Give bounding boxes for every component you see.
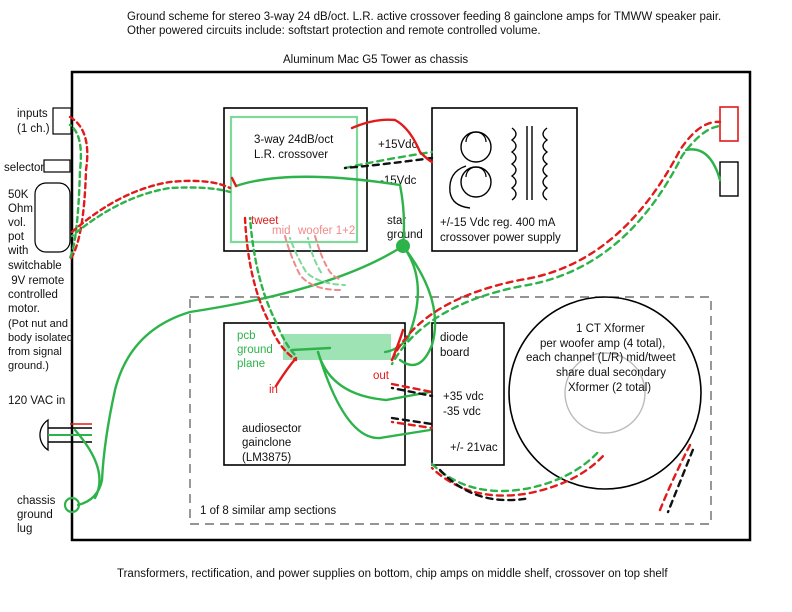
pot-label-2: Ohm [8,203,33,215]
tweet-label: tweet [251,215,279,227]
pot-label-1: 50K [8,189,29,201]
amp-in-label: in [269,384,278,396]
pot-label-9: motor. [8,303,40,315]
pcb-label-3: plane [237,358,265,370]
woofer-label: woofer 1+2 [297,225,355,237]
amp-title-2: gainclone [242,437,291,449]
pot-label-6: switchable [8,260,62,272]
psu-coil-2 [542,127,549,201]
amp-title-1: audiosector [242,423,302,435]
toroid-inner [564,352,646,434]
volume-pot [34,182,71,253]
rail-pos15-label: +15Vdc [378,139,418,151]
wiring [68,115,722,514]
chassis-title: Aluminum Mac G5 Tower as chassis [283,54,468,66]
psu-label-2: crossover power supply [440,232,561,244]
pot-note-4: ground.) [8,360,49,372]
amp-title-3: (LM3875) [242,452,291,464]
xformer-label-2: per woofer amp (4 total), [540,338,665,350]
xformer-label-3: each channel (L/R) mid/tweet [526,352,676,364]
pot-note-1: (Pot nut and [8,318,68,330]
pot-note-3: from signal [8,346,62,358]
crossover-title-2: L.R. crossover [254,149,328,161]
diode-neg35: -35 vdc [443,406,481,418]
pcb-label-1: pcb [237,330,256,342]
footer-note: Transformers, rectification, and power s… [117,568,668,580]
crossover-title-1: 3-way 24dB/oct [254,134,334,146]
xformer-label-4: share dual secondary [556,367,666,379]
input-jack [52,107,72,135]
ac-in-label: 120 VAC in [8,395,65,407]
psu-box [431,107,578,252]
star-ground-label-1: star [387,215,406,227]
pot-label-8: controlled [8,289,58,301]
amp-section-outline [189,296,712,525]
section-note: 1 of 8 similar amp sections [200,505,336,517]
speaker-out-jack-red [719,106,739,142]
pot-label-5: with [7,245,28,257]
pot-note-2: body isolated [8,332,73,344]
pot-label-4: pot [8,231,25,243]
xformer-label-1: 1 CT Xformer [576,323,645,335]
inputs-label-2: (1 ch.) [17,123,50,135]
inputs-label-1: inputs [17,108,48,120]
selector-label: selector [4,162,44,174]
ground-lug-label-1: chassis [17,495,56,507]
diode-label-1: diode [440,332,468,344]
ground-lug-label-2: ground [17,509,53,521]
ground-lug-label-3: lug [17,523,32,535]
speaker-out-jack-black [719,161,739,197]
toroid-outer [508,296,702,490]
psu-coil-1 [510,127,517,201]
diode-label-2: board [440,347,469,359]
pot-label-7: 9V remote [8,275,64,287]
xformer-label-5: Xformer (2 total) [568,382,651,394]
selector-switch [43,159,71,173]
header-line-1: Ground scheme for stereo 3-way 24 dB/oct… [127,11,721,23]
chassis-outline [70,70,752,542]
header-line-2: Other powered circuits include: softstar… [127,25,541,37]
ac-plug-icon [39,418,49,452]
amp-out-label: out [373,370,390,382]
crossover-box [223,107,368,252]
diode-pos35: +35 vdc [443,391,484,403]
mid-label: mid [272,225,291,237]
psu-label-1: +/-15 Vdc reg. 400 mA [440,217,556,229]
pot-label-3: vol. [8,217,26,229]
diode-board-box [431,322,505,466]
diode-ac21: +/- 21vac [450,442,498,454]
pcb-label-2: ground [237,344,273,356]
pcb-ground-plane [283,334,391,360]
